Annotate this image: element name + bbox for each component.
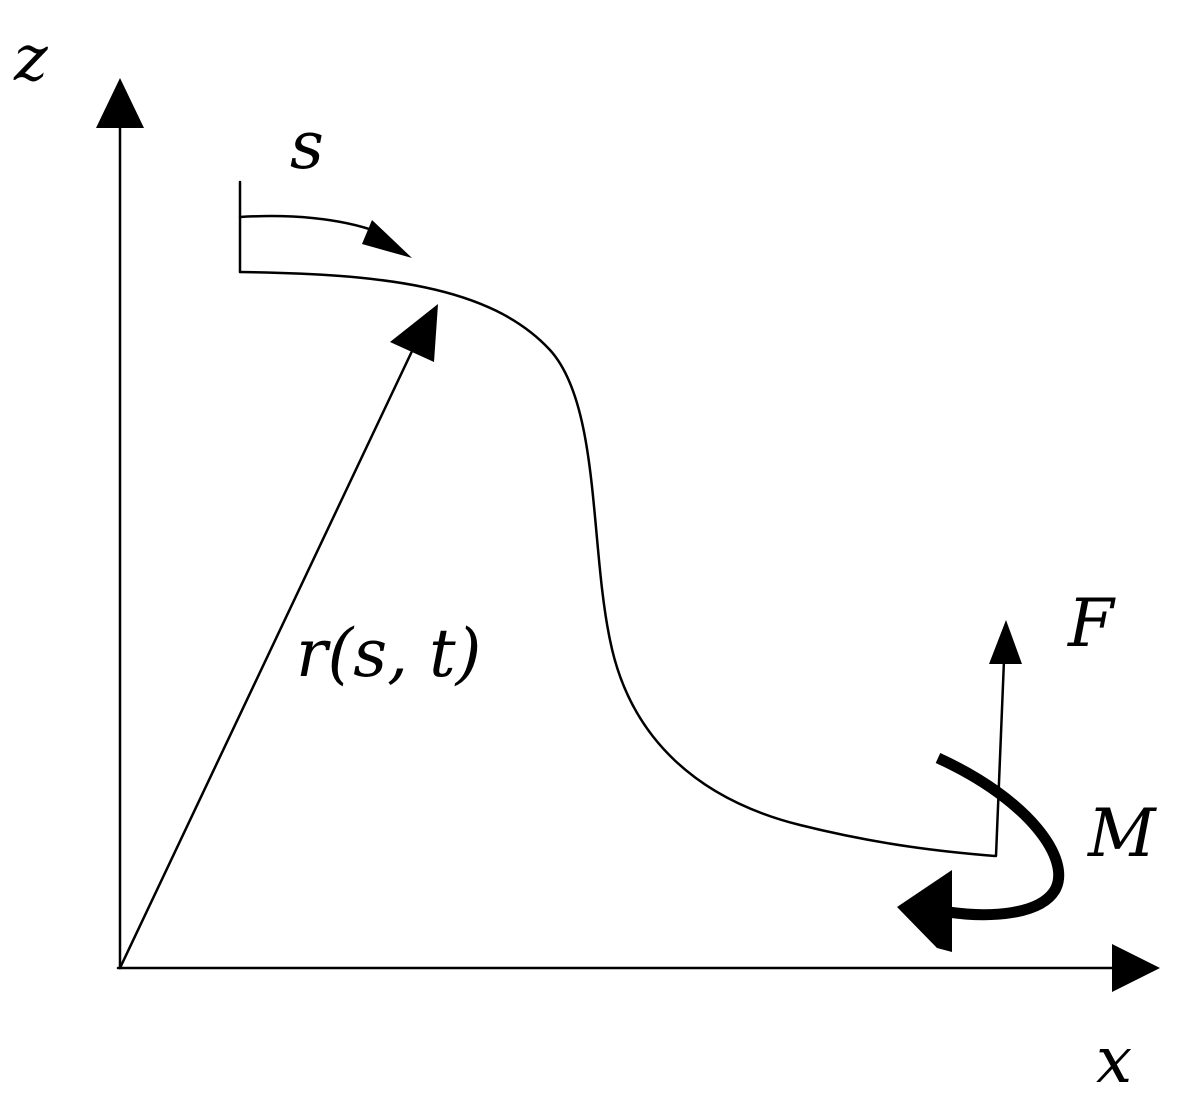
- position-vector-label: r(s, t): [296, 615, 481, 692]
- moment-arrow: [897, 752, 1065, 952]
- moment-arrow-arc: [935, 752, 1065, 921]
- elastic-curve: [238, 270, 997, 858]
- moment-arrowhead: [897, 870, 952, 952]
- force-vector-arrowhead: [989, 620, 1022, 664]
- arc-length-label: s: [290, 107, 324, 184]
- position-vector-arrowhead: [390, 304, 438, 362]
- x-axis-arrowhead: [1112, 944, 1160, 992]
- arc-length-arrow-shaft: [238, 214, 380, 234]
- z-axis-arrowhead: [96, 78, 144, 128]
- z-axis: [96, 78, 144, 970]
- x-axis: [116, 944, 1160, 992]
- arc-length-arrow: [238, 214, 412, 258]
- force-vector-line: [994, 658, 1006, 858]
- force-vector: [989, 620, 1022, 858]
- force-label: F: [1067, 585, 1116, 662]
- arc-length-arrowhead: [362, 220, 412, 258]
- z-axis-label: z: [13, 22, 49, 96]
- position-vector: [118, 304, 438, 970]
- moment-label: M: [1087, 795, 1157, 872]
- x-axis-label: x: [1096, 1024, 1132, 1098]
- position-vector-line: [118, 328, 424, 970]
